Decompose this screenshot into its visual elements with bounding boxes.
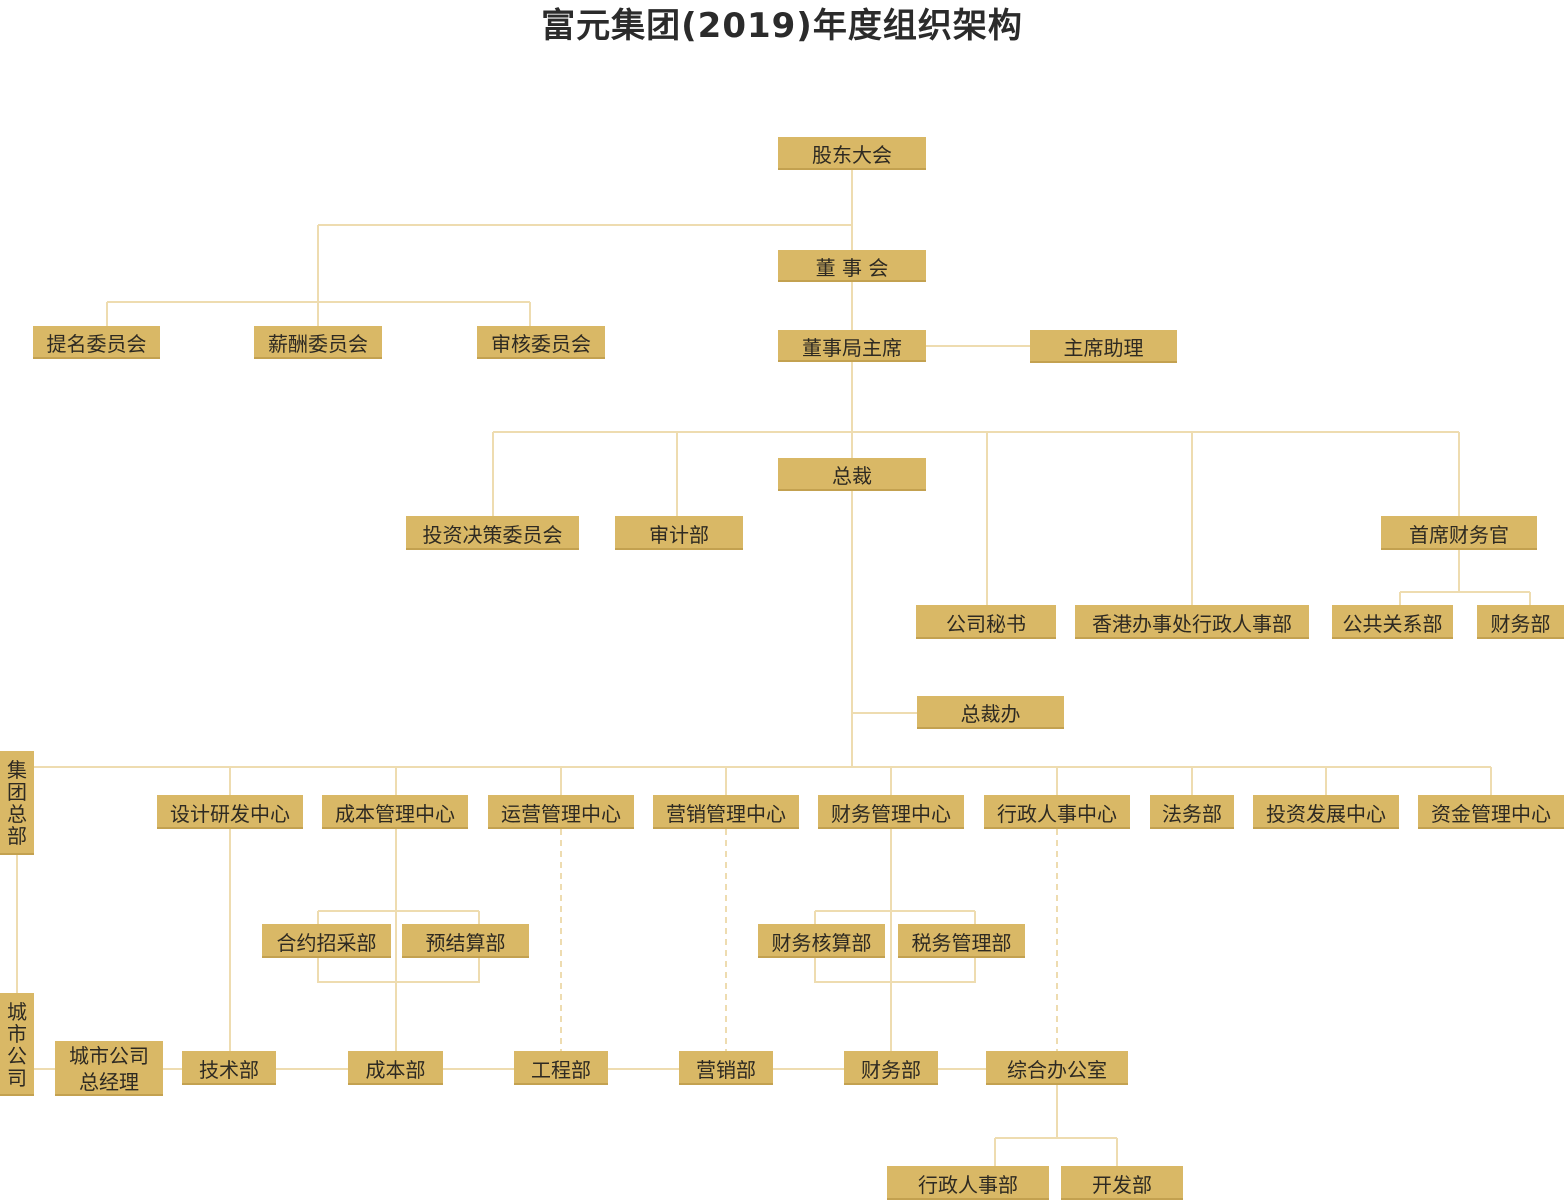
nomination-committee-node: 提名委员会 [33,326,160,359]
company-secretary-node: 公司秘书 [916,605,1056,639]
public-relations-node: 公共关系部 [1332,605,1453,639]
finance-dept-city-node: 财务部 [844,1051,938,1085]
investment-committee-node: 投资决策委员会 [406,516,579,550]
vertical-char: 市 [7,1021,27,1046]
design-center-node: 设计研发中心 [157,795,303,829]
cost-dept-node: 成本部 [348,1051,443,1085]
legal-dept-node: 法务部 [1150,795,1234,829]
audit-committee-node: 审核委员会 [477,326,605,359]
city-company-label: 城市公司 [7,1001,27,1089]
treasury-center-node: 资金管理中心 [1418,795,1564,829]
group-hq-node: 集团总部 [0,751,34,855]
vertical-char: 总 [7,802,27,826]
vertical-char: 团 [7,780,27,804]
vertical-char: 司 [7,1065,27,1090]
vertical-char: 公 [7,1043,27,1068]
chairman-assistant-node: 主席助理 [1030,330,1177,363]
city-gm-line2: 总经理 [79,1069,139,1094]
tax-dept-node: 税务管理部 [898,924,1025,958]
compensation-committee-node: 薪酬委员会 [254,326,382,359]
city-company-node: 城市公司 [0,993,34,1096]
audit-dept-node: 审计部 [615,516,743,550]
president-office-node: 总裁办 [917,696,1064,729]
general-office-node: 综合办公室 [986,1051,1128,1085]
board-node: 董 事 会 [778,250,926,282]
admin-center-node: 行政人事中心 [984,795,1130,829]
finance-dept-top-node: 财务部 [1477,605,1564,639]
cost-center-node: 成本管理中心 [322,795,468,829]
cfo-node: 首席财务官 [1381,516,1537,550]
page-title: 富元集团(2019)年度组织架构 [541,6,1023,46]
city-gm-node: 城市公司 总经理 [55,1041,163,1096]
vertical-char: 部 [7,824,27,848]
operations-center-node: 运营管理中心 [488,795,634,829]
engineering-dept-node: 工程部 [514,1051,608,1085]
city-gm-line1: 城市公司 [69,1043,149,1068]
procurement-dept-node: 合约招采部 [262,924,391,958]
sales-dept-node: 营销部 [679,1051,773,1085]
vertical-char: 城 [7,999,27,1024]
development-dept-node: 开发部 [1061,1166,1183,1200]
president-node: 总裁 [778,458,926,491]
group-hq-label: 集团总部 [7,759,27,847]
finance-center-node: 财务管理中心 [818,795,964,829]
admin-hr-dept-node: 行政人事部 [887,1166,1049,1200]
hk-office-node: 香港办事处行政人事部 [1075,605,1309,639]
investment-dev-center-node: 投资发展中心 [1253,795,1399,829]
settlement-dept-node: 预结算部 [402,924,529,958]
shareholders-node: 股东大会 [778,137,926,170]
vertical-char: 集 [7,758,27,782]
chairman-node: 董事局主席 [778,330,926,362]
marketing-center-node: 营销管理中心 [653,795,799,829]
tech-dept-node: 技术部 [182,1051,276,1085]
accounting-dept-node: 财务核算部 [758,924,885,958]
